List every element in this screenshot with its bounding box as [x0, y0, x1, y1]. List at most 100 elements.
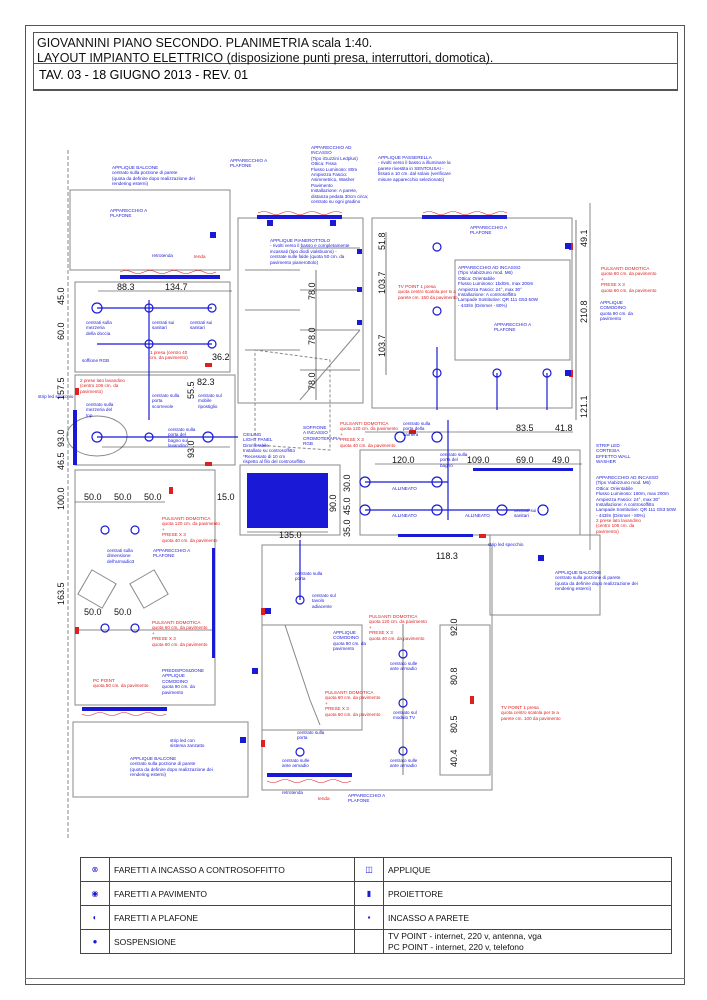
title-block: GIOVANNINI PIANO SECONDO. PLANIMETRIA sc… — [33, 32, 678, 91]
strip-led — [257, 215, 342, 219]
dimension: 50.0 — [114, 607, 132, 617]
dimension: 50.0 — [114, 492, 132, 502]
vertical-dimension: 103.7 — [377, 271, 387, 294]
legend-label: SOSPENSIONE — [109, 929, 355, 954]
label-allineato: ALLINEATO — [392, 513, 417, 518]
pendant-icon: ● — [80, 929, 110, 954]
label-applique-comodino: APPLIQUE COMODINO quota 90 cm. da pavime… — [600, 300, 633, 322]
label-prese-lavandino: 2 prese lato lavandino (centro 106 cm. d… — [596, 518, 641, 534]
dimension: 83.5 — [516, 423, 534, 433]
vertical-dimension: 78.0 — [307, 327, 317, 345]
label-tenda: tenda — [194, 254, 206, 259]
label-centrato-porta: centrato sulla porta — [295, 571, 323, 582]
label-plafone: APPARECCHIO A PLAFONE — [348, 793, 386, 804]
label-plafone: APPARECCHIO A PLAFONE — [230, 158, 268, 169]
label-prese-lavandino: 2 prese lato lavandino (centro 106 cm. d… — [80, 378, 125, 394]
legend-label: FARETTI A INCASSO A CONTROSOFFITTO — [109, 857, 355, 882]
projector-icon: ▮ — [354, 881, 384, 906]
vertical-dimension: 60.0 — [56, 322, 66, 340]
wiring-lines — [97, 300, 548, 600]
legend-label: PROIETTORE — [383, 881, 672, 906]
label-plafone: APPARECCHIO A PLAFONE — [110, 208, 148, 219]
vertical-dimension: 78.0 — [307, 282, 317, 300]
vertical-dimension: 92.0 — [449, 618, 459, 636]
vertical-dimension: 103.7 — [377, 334, 387, 357]
vertical-dimension: 93.0 — [186, 440, 196, 458]
label-pulsanti-domotica: PULSANTI DOMOTICA quota 60 cm. da pavime… — [152, 620, 208, 647]
label-predisposizione-applique: PREDISPOSIZIONE APPLIQUE COMODINO quota … — [162, 668, 205, 695]
dimension: 118.3 — [436, 551, 458, 561]
legend-row: ◐ FARETTI A PLAFONE ▪ INCASSO A PARETE — [80, 905, 672, 930]
strip-led — [82, 707, 167, 711]
dimension: 49.0 — [552, 455, 570, 465]
dimension: 50.0 — [84, 607, 102, 617]
light-points — [91, 242, 552, 757]
label-centrato-ante: centrato sulle ante armadio — [282, 758, 310, 769]
label-allineato: ALLINEATO — [392, 486, 417, 491]
label-pulsanti-domotica: PULSANTI DOMOTICA quota 60 cm. da pavime… — [601, 266, 657, 293]
wall-recessed-icon: ▪ — [354, 905, 384, 930]
label-porta-camera: centrato sulla porta della camera — [403, 421, 431, 437]
strip-led-specchio — [398, 534, 473, 537]
label-soffione-cromoterapia: SOFFIONE A INCASSO CROMOTERAPIA RGB — [303, 425, 341, 447]
floor-spot-icon: ◉ — [80, 881, 110, 906]
strip-led — [212, 548, 215, 658]
dimension: 15.0 — [217, 492, 235, 502]
label-ceiling-light-panel: CEILING LIGHT PANEL Dimmerabile Installa… — [243, 432, 305, 465]
label-applique-pianerottolo: APPLIQUE PIANEROTTOLO - rivolti verso il… — [270, 238, 350, 265]
strip-led — [267, 773, 352, 777]
label-plafone: APPARECCHIO A PLAFONE — [494, 322, 532, 333]
label-pulsanti-domotica: PULSANTI DOMOTICA quota 120 cm. da pavim… — [162, 516, 220, 543]
label-strip-led-cortesia: STRIP LED CORTESIA EFFETTO WALL WASHER — [596, 443, 631, 465]
label-incasso-camera: APPARECCHIO AD INCASSO (Tipo Viabizzuno … — [458, 265, 539, 308]
empty-icon-cell — [354, 929, 384, 954]
label-pulsanti-domotica: PULSANTI DOMOTICA quota 120 cm. da pavim… — [369, 614, 427, 641]
title-line-1: GIOVANNINI PIANO SECONDO. PLANIMETRIA sc… — [37, 36, 373, 50]
label-centrato-tavolo: centrato sul tavolo adiacente — [312, 593, 336, 609]
label-centrato-porta: centrato sulla porta — [297, 730, 325, 741]
strip-led — [120, 275, 220, 279]
blue-fixtures — [73, 215, 573, 777]
label-centrati-sanitari: centrati sui sanitari — [152, 320, 175, 331]
label-strip-led-specchio: strip led specchio — [488, 542, 524, 547]
pc-point-label: PC POINT - internet, 220 v, telefono — [388, 941, 524, 952]
dimension: 50.0 — [84, 492, 102, 502]
vertical-dimension: 121.1 — [579, 395, 589, 418]
strip-led — [73, 410, 77, 465]
tenda-curtains — [81, 211, 508, 783]
tv-point-label: TV POINT - internet, 220 v, antenna, vga — [388, 930, 542, 941]
vertical-dimension: 100.0 — [56, 487, 66, 510]
vertical-dimension: 80.5 — [449, 715, 459, 733]
label-pc-point: PC POINT quota 50 cm. da pavimento — [93, 678, 149, 689]
label-centrato-ante: centrato sulle ante armadio — [390, 661, 418, 672]
label-plafone: APPARECCHIO A PLAFONE — [470, 225, 508, 236]
label-tv-point: TV POINT 1 presa quota centro scatola pe… — [398, 284, 458, 300]
legend-table: ⊗ FARETTI A INCASSO A CONTROSOFFITTO ◫ A… — [80, 857, 672, 954]
label-incasso-bagno: APPARECCHIO AD INCASSO (Tipo Viabizzuno … — [596, 475, 677, 518]
label-plafone: APPARECCHIO A PLAFONE — [153, 548, 191, 559]
vertical-dimension: 30.0 — [342, 474, 352, 492]
label-incasso-gradini: APPARECCHIO AD INCASSO (Tipo iGuzzini Le… — [311, 145, 369, 205]
dimension: 88.3 — [117, 282, 135, 292]
sheet-frame — [25, 25, 685, 985]
label-pulsanti-domotica: PULSANTI DOMOTICA quota 60 cm. da pavime… — [325, 690, 381, 717]
vertical-dimension: 45.0 — [56, 287, 66, 305]
label-tv-point: TV POINT 1 presa quota centro scatola pe… — [501, 705, 561, 721]
ceiling-spot-icon: ◐ — [80, 905, 110, 930]
label-porta-bagno: centrato sulla porta del bagno sul lavan… — [168, 427, 196, 449]
vertical-dimension: 157.5 — [56, 377, 66, 400]
label-applique-passerella: APPLIQUE PASSERELLA - rivolti verso il b… — [378, 155, 451, 182]
legend-label: APPLIQUE — [383, 857, 672, 882]
strip-led-cortesia — [473, 468, 573, 471]
dimension: 120.0 — [392, 455, 415, 465]
legend-label: FARETTI A PAVIMENTO — [109, 881, 355, 906]
label-centrati-sanitari: centrati sui sanitari — [190, 320, 213, 331]
label-allineato: ALLINEATO — [465, 513, 490, 518]
label-mobile-ripostiglio: centrato sul mobile ripostiglio — [198, 393, 222, 409]
label-retrotenda: retrotenda — [282, 790, 303, 795]
label-centrato-ante: centrato sulle ante armadio — [390, 758, 418, 769]
label-centrato-modulo-tv: centrato sul modulo TV — [393, 710, 417, 721]
label-strip-led-specchio: strip led specchio — [38, 394, 74, 399]
label-centrati-armadio: centrati sulla dimensione dell'armadio3 — [107, 548, 135, 564]
